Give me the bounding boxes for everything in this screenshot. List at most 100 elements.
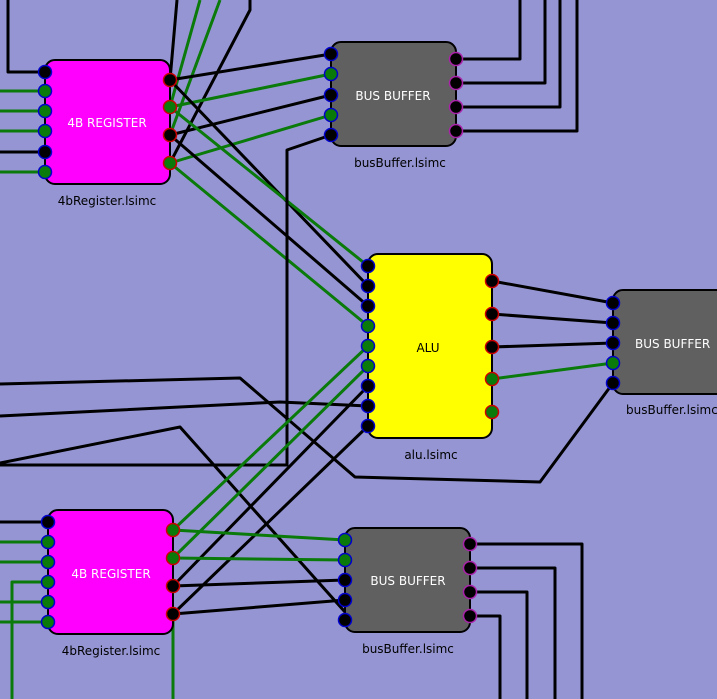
- register-input-pins[interactable]: [40, 514, 56, 630]
- pin[interactable]: [484, 273, 500, 289]
- pin[interactable]: [37, 123, 53, 139]
- pin[interactable]: [37, 64, 53, 80]
- pin[interactable]: [40, 554, 56, 570]
- pin[interactable]: [484, 339, 500, 355]
- wire: [172, 528, 346, 542]
- bus-buffer-right[interactable]: BUS BUFFER busBuffer.lsimc: [605, 289, 717, 417]
- wire: [470, 566, 557, 699]
- alu-input-pins[interactable]: [360, 258, 376, 434]
- pin[interactable]: [40, 574, 56, 590]
- pin[interactable]: [37, 83, 53, 99]
- pin[interactable]: [360, 358, 376, 374]
- alu-output-pins[interactable]: [484, 273, 500, 420]
- pin[interactable]: [462, 560, 478, 576]
- pin[interactable]: [605, 335, 621, 351]
- wire: [470, 614, 502, 699]
- wire: [168, 0, 252, 164]
- bus-buffer-input-pins[interactable]: [337, 532, 353, 628]
- pin[interactable]: [162, 72, 178, 88]
- pin[interactable]: [165, 606, 181, 622]
- bus-buffer-top[interactable]: BUS BUFFER busBuffer.lsimc: [323, 41, 464, 170]
- pin[interactable]: [165, 550, 181, 566]
- alu-file-label: alu.lsimc: [404, 448, 457, 462]
- register-output-pins[interactable]: [165, 522, 181, 622]
- bus-buffer-bottom[interactable]: BUS BUFFER busBuffer.lsimc: [337, 527, 478, 656]
- pin[interactable]: [323, 127, 339, 143]
- pin[interactable]: [162, 155, 178, 171]
- bus-buffer-output-pins[interactable]: [448, 51, 464, 139]
- register-top[interactable]: 4B REGISTER 4bRegister.lsimc: [37, 59, 178, 208]
- wire: [491, 341, 614, 349]
- pin[interactable]: [360, 378, 376, 394]
- wire: [169, 113, 332, 165]
- pin[interactable]: [40, 514, 56, 530]
- pin[interactable]: [323, 107, 339, 123]
- bus-buffer-output-pins[interactable]: [462, 536, 478, 624]
- pin[interactable]: [360, 398, 376, 414]
- pin[interactable]: [37, 103, 53, 119]
- wire: [0, 425, 347, 613]
- pin[interactable]: [360, 338, 376, 354]
- pin[interactable]: [165, 578, 181, 594]
- pin[interactable]: [605, 375, 621, 391]
- pin[interactable]: [360, 418, 376, 434]
- pin[interactable]: [462, 584, 478, 600]
- wire: [168, 0, 179, 81]
- bus-buffer-input-pins[interactable]: [323, 46, 339, 143]
- register-title: 4B REGISTER: [71, 567, 150, 581]
- pin[interactable]: [484, 371, 500, 387]
- wire: [491, 279, 614, 305]
- pin[interactable]: [605, 355, 621, 371]
- pin[interactable]: [323, 46, 339, 62]
- register-output-pins[interactable]: [162, 72, 178, 171]
- wire: [456, 0, 522, 61]
- wire: [0, 376, 615, 484]
- pin[interactable]: [484, 404, 500, 420]
- pin[interactable]: [337, 572, 353, 588]
- pin[interactable]: [448, 51, 464, 67]
- register-bottom[interactable]: 4B REGISTER 4bRegister.lsimc: [40, 509, 181, 658]
- wire: [169, 72, 332, 109]
- pin[interactable]: [484, 306, 500, 322]
- pin[interactable]: [37, 144, 53, 160]
- alu-title: ALU: [416, 341, 439, 355]
- wire: [0, 400, 369, 418]
- pin[interactable]: [40, 594, 56, 610]
- pin[interactable]: [37, 164, 53, 180]
- alu[interactable]: ALU alu.lsimc: [360, 253, 500, 462]
- pin[interactable]: [360, 258, 376, 274]
- wire: [169, 105, 369, 268]
- pin[interactable]: [40, 614, 56, 630]
- wire: [0, 133, 332, 467]
- pin[interactable]: [448, 75, 464, 91]
- wire: [171, 364, 370, 560]
- register-body[interactable]: [47, 509, 174, 635]
- pin[interactable]: [40, 534, 56, 550]
- pin[interactable]: [337, 592, 353, 608]
- pin[interactable]: [162, 99, 178, 115]
- wire: [172, 598, 346, 616]
- pin[interactable]: [462, 536, 478, 552]
- wire: [171, 384, 370, 588]
- bus-buffer-title: BUS BUFFER: [355, 89, 430, 103]
- pin[interactable]: [337, 552, 353, 568]
- pin[interactable]: [360, 298, 376, 314]
- pin[interactable]: [162, 127, 178, 143]
- register-input-pins[interactable]: [37, 64, 53, 180]
- pin[interactable]: [462, 608, 478, 624]
- pin[interactable]: [337, 612, 353, 628]
- bus-buffer-input-pins[interactable]: [605, 295, 621, 391]
- pin[interactable]: [323, 87, 339, 103]
- pin[interactable]: [448, 123, 464, 139]
- pin[interactable]: [165, 522, 181, 538]
- pin[interactable]: [360, 278, 376, 294]
- pin[interactable]: [605, 315, 621, 331]
- pin[interactable]: [605, 295, 621, 311]
- register-body[interactable]: [44, 59, 171, 185]
- wires: [0, 0, 615, 699]
- pin[interactable]: [448, 99, 464, 115]
- pin[interactable]: [360, 318, 376, 334]
- pin[interactable]: [337, 532, 353, 548]
- pin[interactable]: [323, 66, 339, 82]
